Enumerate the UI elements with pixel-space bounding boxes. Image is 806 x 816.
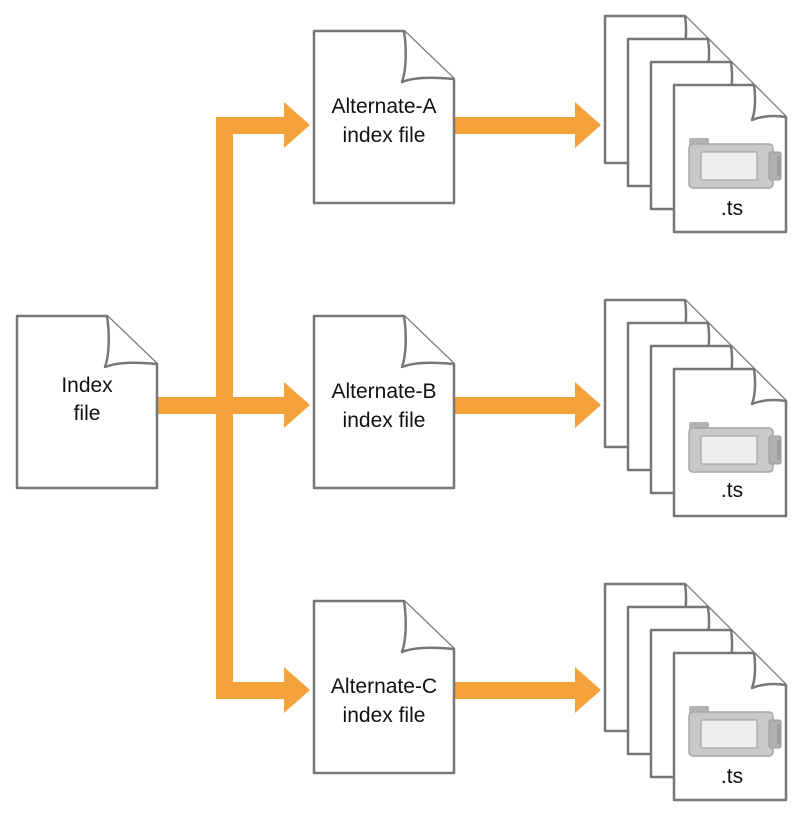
arrowhead-alternate-c: [284, 667, 310, 713]
master-label-line2: file: [74, 402, 101, 425]
arrow-to-alternate-a: [216, 117, 286, 134]
video-camera-icon: [688, 705, 782, 757]
arrow-a-to-segments: [455, 117, 577, 134]
connector-arrows: [158, 102, 601, 713]
segment-stack-b: .ts: [603, 298, 788, 518]
alternate-a-label-line1: Alternate-A: [331, 95, 436, 118]
alternate-c-label-line1: Alternate-C: [331, 675, 437, 698]
segment-b-label: .ts: [721, 479, 743, 502]
alternate-b-label-line2: index file: [343, 409, 426, 432]
alternate-c-index-file: Alternate-C index file: [312, 599, 456, 775]
arrowhead-c-segments: [575, 667, 601, 713]
arrowhead-alternate-b: [284, 382, 310, 428]
video-camera-icon: [688, 137, 782, 189]
alternate-a-index-file: Alternate-A index file: [312, 29, 456, 205]
alternate-c-label-line2: index file: [343, 704, 426, 727]
alternate-b-index-file: Alternate-B index file: [312, 314, 456, 490]
segment-a-label: .ts: [721, 197, 743, 220]
segment-stack-a: .ts: [603, 14, 788, 234]
arrowhead-alternate-a: [284, 102, 310, 148]
arrow-b-to-segments: [455, 397, 577, 414]
alternate-b-label-line1: Alternate-B: [331, 380, 436, 403]
arrow-to-alternate-c: [216, 682, 286, 699]
arrow-to-alternate-b: [216, 397, 286, 414]
arrow-c-to-segments: [455, 682, 577, 699]
arrowhead-a-segments: [575, 102, 601, 148]
alternate-a-label-line2: index file: [343, 124, 426, 147]
master-index-file: Index file: [15, 314, 159, 490]
segment-c-label: .ts: [721, 765, 743, 788]
segment-stack-c: .ts: [603, 582, 788, 802]
arrowhead-b-segments: [575, 382, 601, 428]
master-label-line1: Index: [61, 374, 113, 397]
video-camera-icon: [688, 421, 782, 473]
master-connector: [158, 397, 222, 414]
